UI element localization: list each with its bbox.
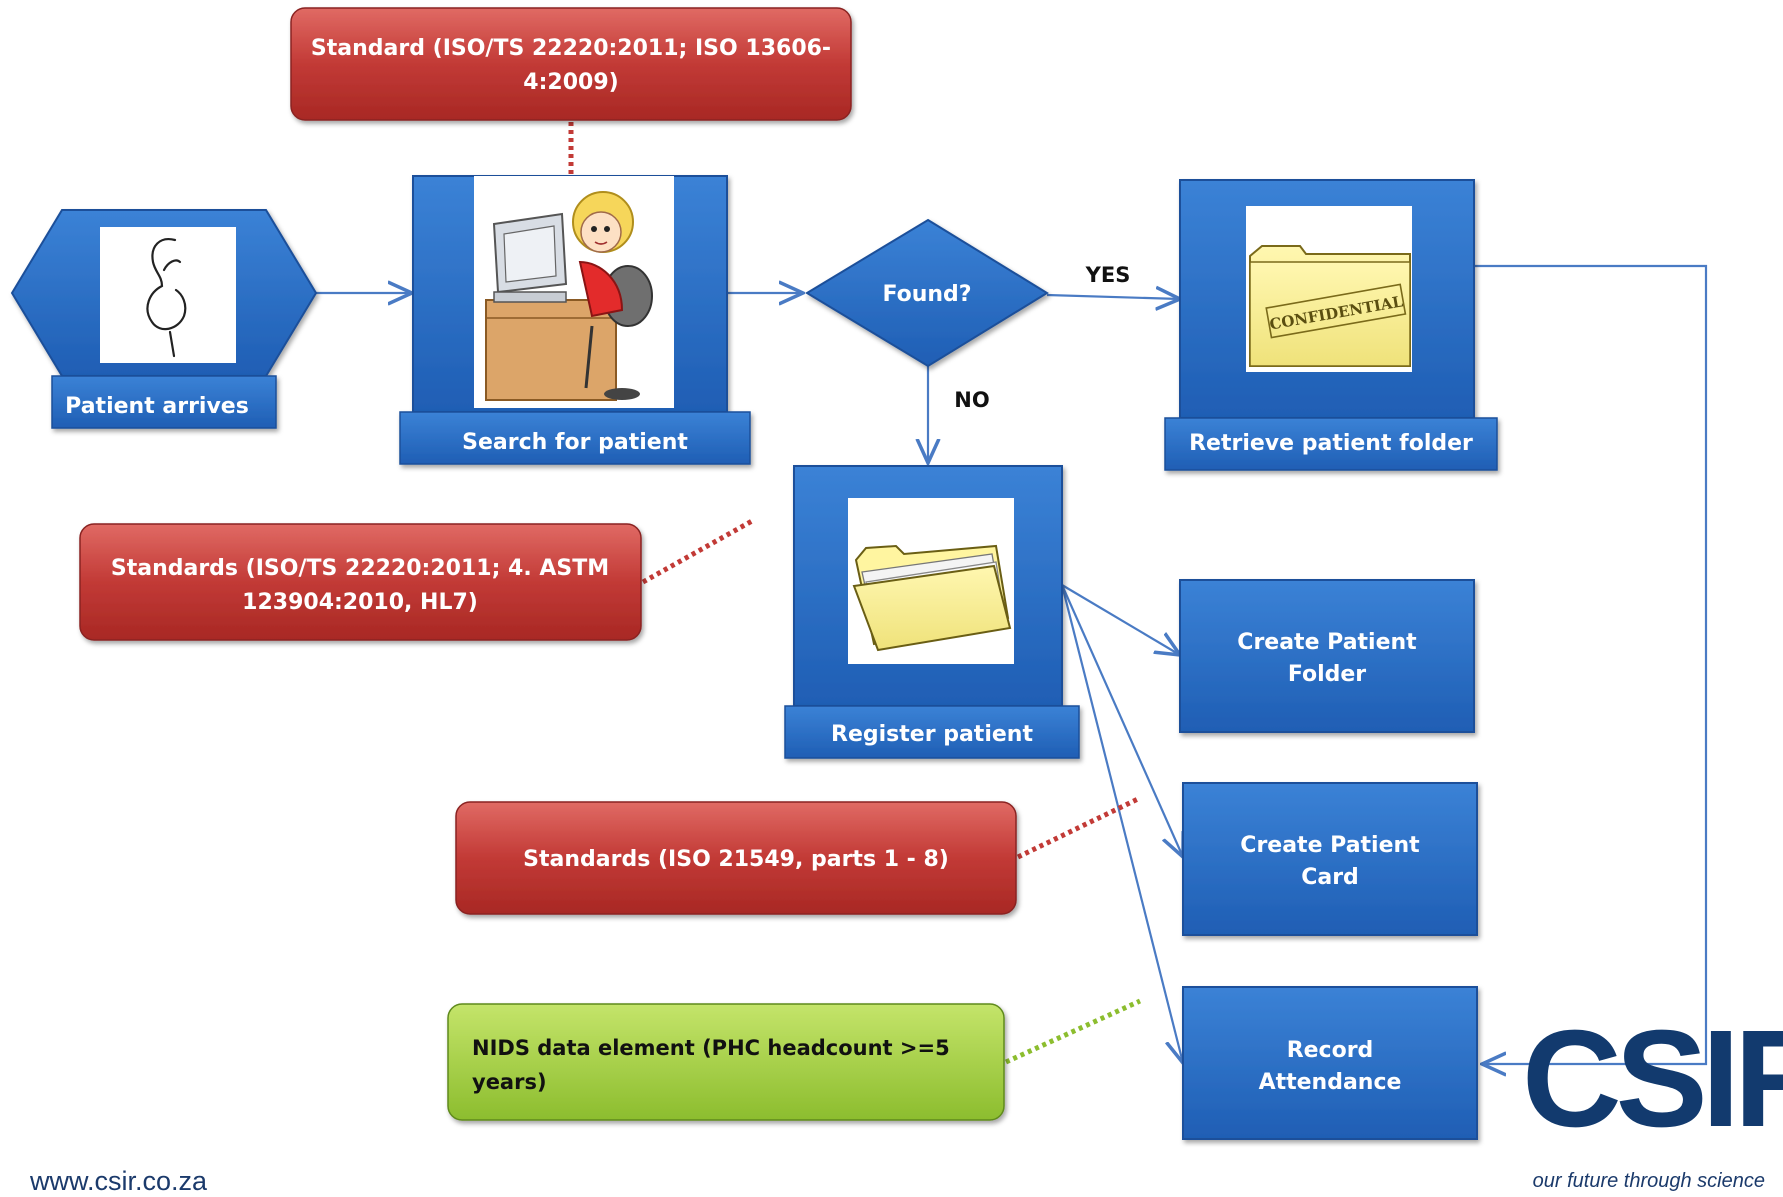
node-retrieve-patient-folder: CONFIDENTIAL Retrieve patient folder [1164, 179, 1498, 471]
edges [316, 264, 1708, 1064]
computer-user-icon [485, 191, 653, 401]
standards-mid-line2: 123904:2010, HL7) [242, 590, 478, 615]
edge-register-to-card [1060, 584, 1183, 857]
folder-icon [852, 544, 1012, 652]
edge-found-yes [1046, 295, 1180, 299]
edge-register-to-folder [1061, 584, 1180, 655]
record-attendance-label-line1: Record [1287, 1038, 1374, 1063]
nids-line2: years) [472, 1070, 547, 1094]
nids-line1: NIDS data element (PHC headcount >=5 [472, 1036, 950, 1060]
node-create-patient-card: Create Patient Card [1182, 782, 1478, 936]
note-standards-iso: Standards (ISO 21549, parts 1 - 8) [455, 801, 1017, 915]
create-patient-folder-label-line2: Folder [1288, 662, 1366, 687]
node-create-patient-folder: Create Patient Folder [1179, 579, 1475, 733]
note-nids: NIDS data element (PHC headcount >=5 yea… [447, 1003, 1005, 1121]
retrieve-patient-folder-label: Retrieve patient folder [1189, 431, 1473, 456]
create-patient-card-label-line2: Card [1301, 865, 1359, 890]
note-standard-top: Standard (ISO/TS 22220:2011; ISO 13606- … [290, 7, 852, 121]
standard-top-line1: Standard (ISO/TS 22220:2011; ISO 13606- [311, 36, 831, 61]
no-edge-label: NO [954, 388, 989, 412]
record-attendance-label-line2: Attendance [1259, 1070, 1402, 1095]
edge-register-to-attendance [1060, 584, 1183, 1063]
connector-standards-mid [641, 518, 754, 585]
node-search-for-patient: Search for patient [399, 175, 751, 465]
note-standards-mid: Standards (ISO/TS 22220:2011; 4. ASTM 12… [79, 523, 642, 641]
yes-edge-label: YES [1085, 263, 1131, 287]
note-connectors [568, 122, 1142, 1065]
footer-tagline: our future through science [1532, 1170, 1765, 1192]
node-patient-arrives: Patient arrives [10, 209, 318, 429]
standards-mid-line1: Standards (ISO/TS 22220:2011; 4. ASTM [111, 556, 609, 581]
confidential-folder-icon: CONFIDENTIAL [1249, 245, 1411, 367]
found-label: Found? [882, 282, 971, 307]
node-record-attendance: Record Attendance [1182, 986, 1478, 1140]
standard-top-line2: 4:2009) [523, 70, 618, 95]
node-register-patient: Register patient [784, 465, 1080, 759]
pregnant-woman-icon [146, 238, 187, 358]
node-found-decision: Found? [805, 218, 1049, 368]
create-patient-folder-label-line1: Create Patient [1237, 630, 1417, 655]
connector-standards-iso [1016, 795, 1142, 860]
create-patient-card-label-line1: Create Patient [1240, 833, 1420, 858]
csir-logo: CSIR [1522, 1002, 1783, 1156]
register-patient-label: Register patient [831, 722, 1033, 747]
footer-url[interactable]: www.csir.co.za [30, 1166, 208, 1196]
edge-retrieve-to-attendance [1474, 264, 1708, 1064]
standards-iso-label: Standards (ISO 21549, parts 1 - 8) [523, 847, 949, 872]
patient-arrives-label: Patient arrives [65, 394, 249, 419]
connector-nids [1004, 998, 1142, 1065]
search-for-patient-label: Search for patient [462, 430, 688, 455]
